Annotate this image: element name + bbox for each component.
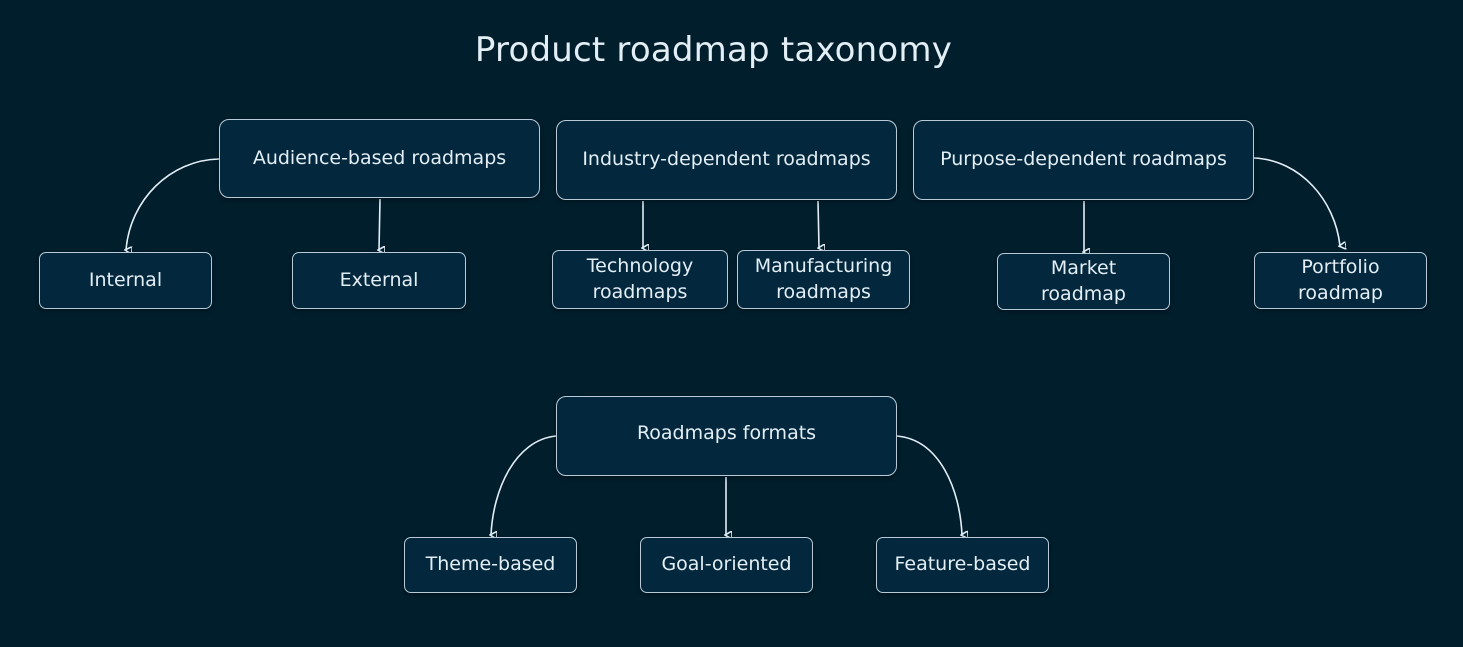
node-technology-roadmaps: Technology roadmaps <box>552 250 728 309</box>
node-label: Industry-dependent roadmaps <box>582 148 871 171</box>
edge-industry-manufacturing <box>818 200 819 248</box>
edge-formats-theme <box>491 435 557 535</box>
node-label: Technology roadmaps <box>586 254 694 303</box>
node-label: Feature-based <box>894 553 1031 576</box>
node-internal: Internal <box>39 252 212 309</box>
node-goal-oriented: Goal-oriented <box>640 537 813 593</box>
node-market-roadmap: Market roadmap <box>997 253 1170 310</box>
node-theme-based: Theme-based <box>404 537 577 593</box>
edge-audience-internal <box>126 158 220 250</box>
node-feature-based: Feature-based <box>876 537 1049 593</box>
node-label: Theme-based <box>425 553 556 576</box>
node-external: External <box>292 252 466 309</box>
node-purpose-dependent: Purpose-dependent roadmaps <box>913 120 1254 200</box>
node-label: Manufacturing roadmaps <box>754 254 893 303</box>
node-manufacturing-roadmaps: Manufacturing roadmaps <box>737 250 910 309</box>
edge-formats-feature <box>896 435 962 535</box>
node-portfolio-roadmap: Portfolio roadmap <box>1254 252 1427 309</box>
node-label: Goal-oriented <box>661 553 792 576</box>
diagram-title: Product roadmap taxonomy <box>474 30 953 70</box>
node-label: Internal <box>88 268 163 291</box>
node-label: Market roadmap <box>1041 256 1126 305</box>
edge-purpose-portfolio <box>1253 157 1340 246</box>
node-label: Roadmaps formats <box>636 422 817 445</box>
edge-audience-external <box>379 198 380 250</box>
node-label: Portfolio roadmap <box>1298 255 1383 304</box>
node-label: Audience-based roadmaps <box>252 146 507 169</box>
node-audience-based: Audience-based roadmaps <box>219 119 540 198</box>
node-label: Purpose-dependent roadmaps <box>940 148 1227 171</box>
node-label: External <box>339 268 419 291</box>
node-roadmaps-formats: Roadmaps formats <box>556 396 897 476</box>
node-industry-dependent: Industry-dependent roadmaps <box>556 120 897 200</box>
